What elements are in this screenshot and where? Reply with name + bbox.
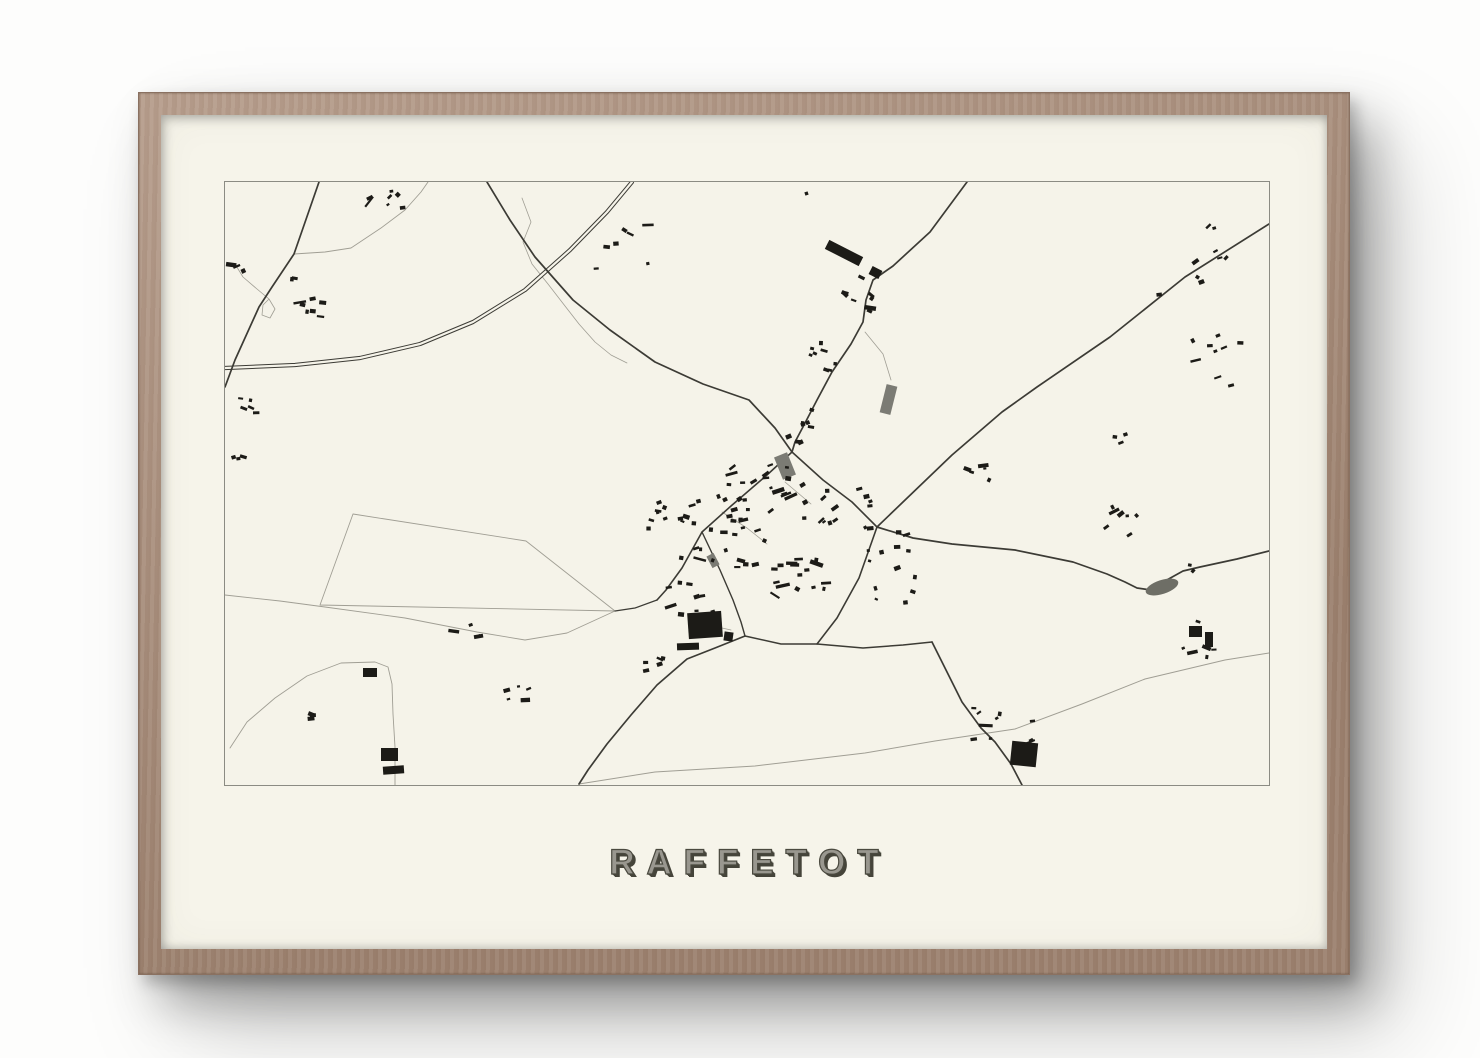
poster-mat: RAFFETOT	[161, 115, 1327, 949]
poster-frame: RAFFETOT	[138, 92, 1350, 975]
map-svg	[225, 182, 1269, 785]
poster-title: RAFFETOT	[609, 842, 891, 882]
city-map	[224, 181, 1270, 786]
